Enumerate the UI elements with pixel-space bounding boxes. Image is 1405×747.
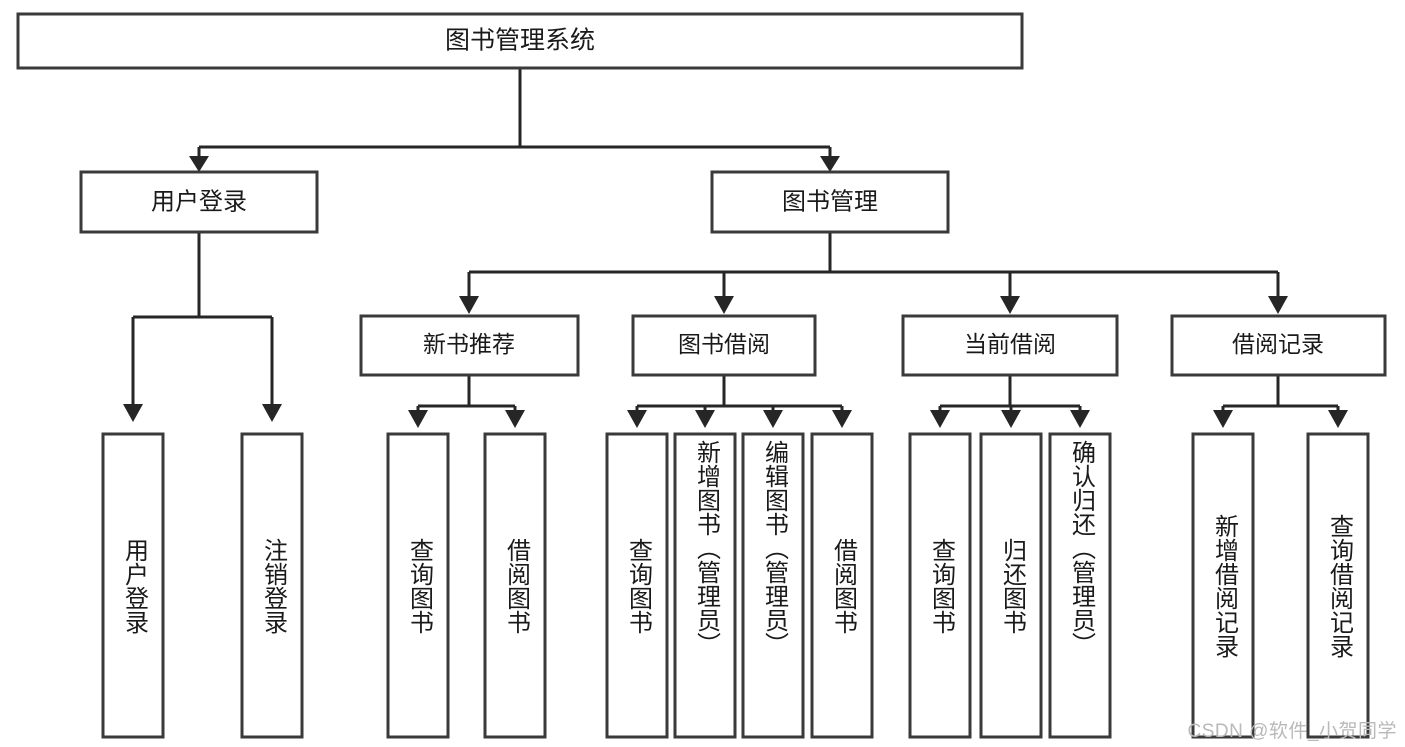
arrowhead-user-login xyxy=(189,156,209,172)
node-leaf-query-record[interactable]: 查询借阅记录 xyxy=(1306,432,1370,739)
leaf-borrow-book-2-box[interactable] xyxy=(810,432,874,739)
node-leaf-borrow-book-2[interactable]: 借阅图书 xyxy=(810,432,874,739)
arrowhead-leaf-return-book xyxy=(1001,410,1021,428)
borrow-record-box[interactable] xyxy=(1170,314,1387,377)
leaf-return-book-label: 归还图书 xyxy=(998,537,1026,634)
node-leaf-add-book[interactable]: 新增图书（管理员） xyxy=(673,432,737,739)
book-borrow-box[interactable] xyxy=(631,314,817,377)
arrowhead-leaf-logout xyxy=(262,404,282,422)
node-leaf-return-book[interactable]: 归还图书 xyxy=(979,432,1043,739)
book-borrow-label: 图书借阅 xyxy=(678,331,770,357)
root-box[interactable] xyxy=(16,12,1024,70)
arrowhead-leaf-query-book-1 xyxy=(408,410,428,428)
leaf-logout-login-box[interactable] xyxy=(240,432,304,739)
current-borrow-label: 当前借阅 xyxy=(964,331,1056,357)
leaf-return-book-box[interactable] xyxy=(979,432,1043,739)
borrow-record-label: 借阅记录 xyxy=(1232,331,1324,357)
arrowhead-leaf-add-record xyxy=(1213,410,1233,428)
book-manage-box[interactable] xyxy=(710,170,950,234)
user-login-label: 用户登录 xyxy=(151,188,247,215)
node-root[interactable]: 图书管理系统 xyxy=(16,12,1024,70)
arrowhead-new-book-rec xyxy=(459,296,479,314)
leaf-edit-book-box[interactable] xyxy=(741,432,805,739)
new-book-rec-label: 新书推荐 xyxy=(423,331,515,357)
node-book-manage[interactable]: 图书管理 xyxy=(710,170,950,234)
current-borrow-box[interactable] xyxy=(901,314,1119,377)
arrowhead-leaf-query-record xyxy=(1328,410,1348,428)
node-borrow-record[interactable]: 借阅记录 xyxy=(1170,314,1387,377)
arrowhead-leaf-add-book xyxy=(695,410,715,428)
user-login-box[interactable] xyxy=(79,170,319,234)
leaf-query-book-1-label: 查询图书 xyxy=(405,537,433,634)
node-leaf-borrow-book-1[interactable]: 借阅图书 xyxy=(483,432,547,739)
node-current-borrow[interactable]: 当前借阅 xyxy=(901,314,1119,377)
book-manage-label: 图书管理 xyxy=(782,188,878,215)
arrowhead-leaf-query-book-3 xyxy=(930,410,950,428)
arrowhead-leaf-confirm-return xyxy=(1070,410,1090,428)
arrowhead-book-manage xyxy=(820,156,840,172)
leaf-confirm-return-box[interactable] xyxy=(1048,432,1112,739)
leaf-borrow-book-2-label: 借阅图书 xyxy=(829,537,857,634)
arrowhead-current-borrow xyxy=(1000,296,1020,314)
node-leaf-query-book-1[interactable]: 查询图书 xyxy=(386,432,450,739)
leaf-query-book-1-box[interactable] xyxy=(386,432,450,739)
leaf-add-record-box[interactable] xyxy=(1191,432,1255,739)
leaf-query-book-2-box[interactable] xyxy=(605,432,669,739)
node-leaf-user-login[interactable]: 用户登录 xyxy=(101,432,165,739)
node-book-borrow[interactable]: 图书借阅 xyxy=(631,314,817,377)
node-leaf-query-book-2[interactable]: 查询图书 xyxy=(605,432,669,739)
leaf-edit-book-label: 编辑图书（管理员） xyxy=(760,440,788,656)
arrowhead-leaf-edit-book xyxy=(763,410,783,428)
node-leaf-logout-login[interactable]: 注销登录 xyxy=(240,432,304,739)
arrowhead-leaf-query-book-2 xyxy=(627,410,647,428)
node-leaf-query-book-3[interactable]: 查询图书 xyxy=(908,432,972,739)
arrowhead-leaf-borrow-book-2 xyxy=(832,410,852,428)
arrowhead-leaf-borrow-book-1 xyxy=(505,410,525,428)
leaf-query-book-3-box[interactable] xyxy=(908,432,972,739)
node-leaf-edit-book[interactable]: 编辑图书（管理员） xyxy=(741,432,805,739)
leaf-query-record-box[interactable] xyxy=(1306,432,1370,739)
leaf-logout-login-label: 注销登录 xyxy=(259,537,287,634)
leaf-borrow-book-1-label: 借阅图书 xyxy=(502,537,530,634)
leaf-add-record-label: 新增借阅记录 xyxy=(1210,513,1238,658)
new-book-rec-box[interactable] xyxy=(359,314,580,377)
leaf-query-book-2-label: 查询图书 xyxy=(624,537,652,634)
leaf-confirm-return-label: 确认归还（管理员） xyxy=(1067,440,1095,656)
node-user-login[interactable]: 用户登录 xyxy=(79,170,319,234)
arrowhead-borrow-record xyxy=(1268,296,1288,314)
node-new-book-rec[interactable]: 新书推荐 xyxy=(359,314,580,377)
leaf-query-book-3-label: 查询图书 xyxy=(927,537,955,634)
node-leaf-add-record[interactable]: 新增借阅记录 xyxy=(1191,432,1255,739)
leaf-query-record-label: 查询借阅记录 xyxy=(1325,513,1353,658)
leaf-nodes-layer: 用户登录 注销登录 查询图书 借阅图书 xyxy=(101,432,1370,739)
root-label: 图书管理系统 xyxy=(445,27,595,55)
arrowhead-leaf-user-login xyxy=(123,404,143,422)
leaf-borrow-book-1-box[interactable] xyxy=(483,432,547,739)
leaf-user-login-label: 用户登录 xyxy=(120,537,148,634)
node-leaf-confirm-return[interactable]: 确认归还（管理员） xyxy=(1048,432,1112,739)
leaf-add-book-box[interactable] xyxy=(673,432,737,739)
arrowhead-book-borrow xyxy=(714,296,734,314)
leaf-user-login-box[interactable] xyxy=(101,432,165,739)
leaf-add-book-label: 新增图书（管理员） xyxy=(692,440,720,656)
edge-layer xyxy=(123,68,1348,428)
